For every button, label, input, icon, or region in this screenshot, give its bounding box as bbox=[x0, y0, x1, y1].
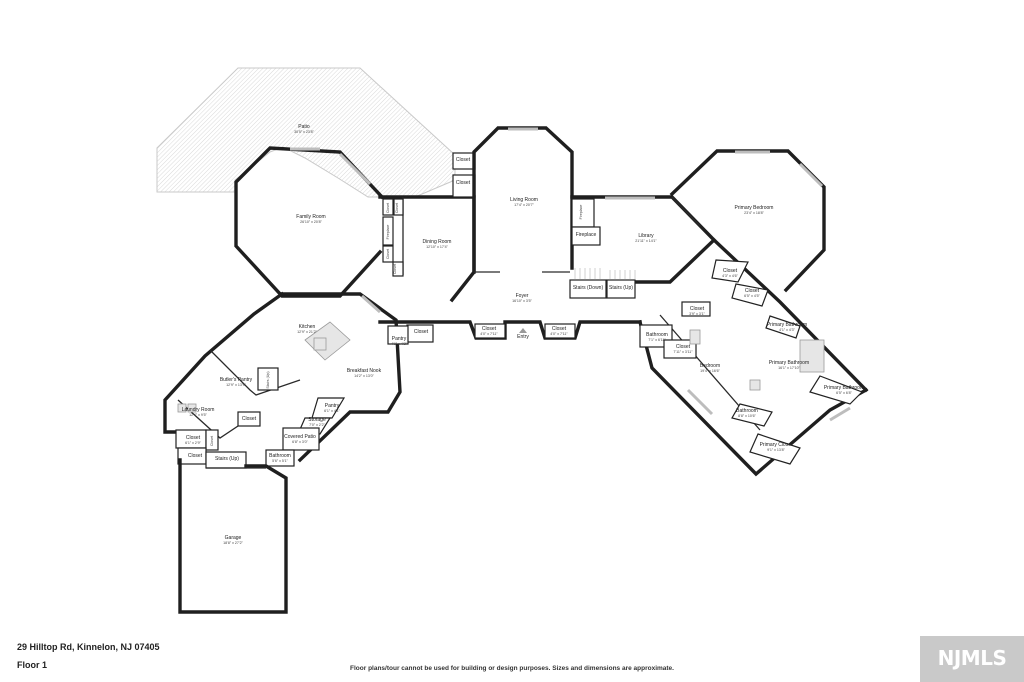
room-label: Garage bbox=[225, 535, 242, 541]
bedroom-wing-walls bbox=[637, 319, 869, 477]
room-label: Library bbox=[638, 233, 654, 239]
room-label: Storage bbox=[308, 417, 326, 423]
area-label: Stairs (Up) bbox=[609, 285, 633, 291]
room-dimensions: 4'9" x 4'8" bbox=[391, 342, 407, 346]
room-label: Closet bbox=[482, 326, 497, 332]
family-room-walls bbox=[234, 146, 385, 298]
vertical-label: Closet bbox=[393, 264, 397, 274]
room-dimensions: 8'8" x 10'6" bbox=[738, 414, 756, 418]
room-label: Closet bbox=[690, 306, 705, 312]
room-label: Closet bbox=[745, 288, 760, 294]
room-label: Breakfast Nook bbox=[347, 368, 382, 374]
vertical-label: Closet bbox=[386, 203, 390, 213]
entry-arrow-icon bbox=[519, 328, 527, 333]
room-label: Bathroom bbox=[269, 453, 291, 459]
room-label: Closet bbox=[676, 344, 691, 350]
room-dimensions: 16'1" x 17'10" bbox=[778, 366, 800, 370]
room-label: Closet bbox=[552, 326, 567, 332]
area-label: Fireplace bbox=[576, 232, 597, 238]
room-label: Patio bbox=[298, 124, 310, 130]
room-dimensions: 12'9" x 13'9" bbox=[226, 383, 246, 387]
vertical-label: Fireplace bbox=[386, 225, 390, 240]
room-label: Kitchen bbox=[299, 324, 316, 330]
disclaimer-text: Floor plans/tour cannot be used for buil… bbox=[350, 665, 674, 672]
room-label: Primary Bathroom bbox=[769, 360, 809, 366]
room-dimensions: 21'11" x 14'1" bbox=[635, 239, 657, 243]
njmls-logo: NJMLS bbox=[920, 636, 1024, 682]
room-dimensions: 12'4" x 9'5" bbox=[189, 413, 207, 417]
room-dimensions: 7'11" x 3'11" bbox=[673, 350, 693, 354]
area-label: Closet bbox=[456, 157, 471, 163]
area-label: Closet bbox=[456, 180, 471, 186]
room-label: Closet bbox=[723, 268, 738, 274]
room-label: Pantry bbox=[392, 336, 407, 342]
area-label: Closet bbox=[242, 416, 257, 422]
floor-label: Floor 1 bbox=[17, 660, 48, 670]
room-dimensions: 6'5" x 6'8" bbox=[836, 391, 852, 395]
area-label: Stairs (Down) bbox=[573, 285, 604, 291]
room-label: Primary Bedroom bbox=[735, 205, 774, 211]
room-label: Bedroom bbox=[700, 363, 720, 369]
room-dimensions: 4'1" x 4'3" bbox=[779, 328, 795, 332]
room-dimensions: 9'1" x 13'8" bbox=[767, 448, 785, 452]
room-dimensions: 5'6" x 5'1" bbox=[272, 459, 288, 463]
room-dimensions: 16'10" x 3'5" bbox=[512, 299, 532, 303]
room-label: Family Room bbox=[296, 214, 325, 220]
room-dimensions: 12'10" x 17'4" bbox=[426, 245, 448, 249]
room-dimensions: 6'5" x 4'5" bbox=[744, 294, 760, 298]
room-dimensions: 12'9" x 21'2" bbox=[297, 330, 317, 334]
room-dimensions: 14'2" x 13'0" bbox=[354, 374, 374, 378]
room-label: Living Room bbox=[510, 197, 538, 203]
area-label: Entry bbox=[517, 334, 529, 340]
room-label: Primary Bathroom bbox=[767, 322, 807, 328]
logo-text: NJMLS bbox=[937, 646, 1007, 670]
room-dimensions: 4'3" x 4'6" bbox=[722, 274, 738, 278]
room-dimensions: 18'8" x 27'2" bbox=[223, 541, 243, 545]
room-dimensions: 4'0" x 7'11" bbox=[550, 332, 568, 336]
room-dimensions: 19'4" x 16'6" bbox=[700, 369, 720, 373]
room-label: Pantry bbox=[325, 403, 340, 409]
vertical-label: Fireplace bbox=[579, 205, 583, 220]
room-dimensions: 7'1" x 6'11" bbox=[648, 338, 666, 342]
vertical-label: Closet bbox=[386, 249, 390, 259]
room-label: Butler's Pantry bbox=[220, 377, 253, 383]
area-label: Stairs (Up) bbox=[215, 456, 239, 462]
address-label: 29 Hilltop Rd, Kinnelon, NJ 07405 bbox=[17, 642, 160, 652]
room-label: Bathroom bbox=[646, 332, 668, 338]
room-dimensions: 30'5" x 23'8" bbox=[294, 130, 314, 134]
room-label: Bathroom bbox=[736, 408, 758, 414]
vertical-label: Closet bbox=[210, 436, 214, 446]
room-label: Primary Bathroom bbox=[824, 385, 864, 391]
vertical-label: Closet bbox=[395, 203, 399, 213]
room-label: Dining Room bbox=[423, 239, 452, 245]
room-label: Laundry Room bbox=[182, 407, 215, 413]
room-dimensions: 4'0" x 7'11" bbox=[480, 332, 498, 336]
room-label: Covered Patio bbox=[284, 434, 316, 440]
room-dimensions: 6'1" x 2'9" bbox=[185, 441, 201, 445]
room-dimensions: 23'4" x 18'8" bbox=[744, 211, 764, 215]
room-label: Closet bbox=[186, 435, 201, 441]
room-dimensions: 3'9" x 3'1" bbox=[689, 312, 705, 316]
room-dimensions: 17'4" x 20'7" bbox=[514, 203, 534, 207]
room-dimensions: 6'8" x 3'0" bbox=[292, 440, 308, 444]
kitchen-wing-walls bbox=[280, 292, 402, 463]
room-dimensions: 7'0" x 2'2" bbox=[309, 423, 325, 427]
vertical-label: Stairs (Up) bbox=[266, 371, 270, 388]
room-label: Foyer bbox=[516, 293, 529, 299]
room-dimensions: 6'1" x 4'1" bbox=[324, 409, 340, 413]
room-label: Primary Closet bbox=[760, 442, 793, 448]
garage-walls bbox=[178, 458, 288, 614]
area-label: Closet bbox=[188, 453, 203, 459]
area-label: Closet bbox=[414, 329, 429, 335]
room-dimensions: 26'10" x 20'8" bbox=[300, 220, 322, 224]
